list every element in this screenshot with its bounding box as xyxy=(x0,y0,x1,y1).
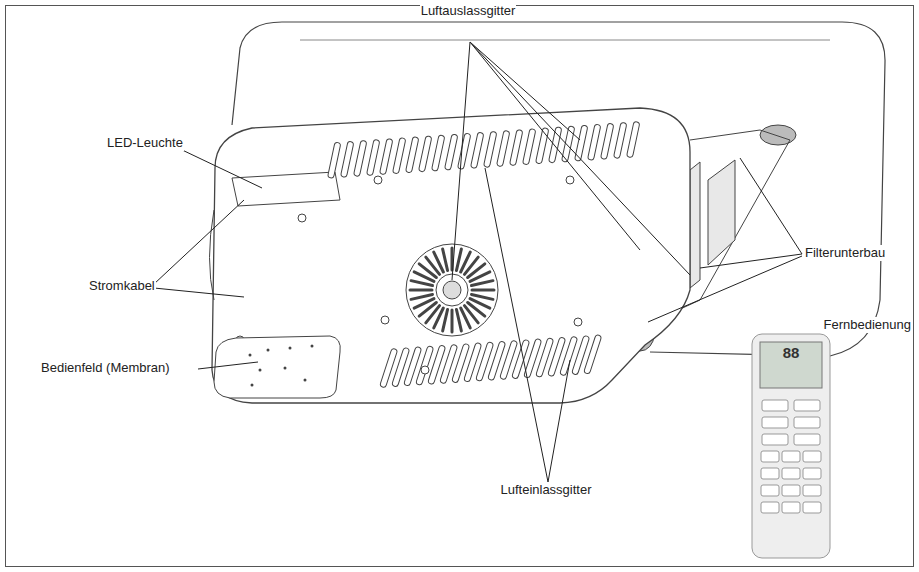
grille-slot xyxy=(584,334,602,374)
remote-button xyxy=(782,502,800,513)
filter-grille xyxy=(690,160,735,288)
remote-button xyxy=(794,434,820,445)
callout-label: LED-Leuchte xyxy=(106,135,184,151)
round-slot xyxy=(443,309,448,330)
round-hub xyxy=(443,281,461,299)
grille-slot xyxy=(380,138,393,174)
round-slot xyxy=(443,249,448,270)
remote-button xyxy=(782,468,800,479)
remote-button xyxy=(761,468,779,479)
remote-button xyxy=(762,417,788,428)
grille-slot xyxy=(419,136,432,172)
remote-lcd xyxy=(760,342,822,388)
grille-slot xyxy=(510,129,523,165)
grille-slot xyxy=(445,134,458,170)
leader-lines xyxy=(154,42,802,482)
round-slot xyxy=(461,308,471,328)
round-slot xyxy=(456,309,461,330)
grille-slot xyxy=(484,131,497,167)
grille-slot xyxy=(393,138,406,174)
remote-button xyxy=(762,434,788,445)
callout-label: Fernbedienung xyxy=(823,317,912,333)
round-slot xyxy=(456,249,461,270)
remote-button xyxy=(803,485,821,496)
round-slot xyxy=(470,272,490,282)
grille-slot xyxy=(471,132,484,168)
remote-button xyxy=(794,400,820,411)
round-slot xyxy=(451,310,454,332)
grille-slot xyxy=(354,140,367,176)
grille-slot xyxy=(367,139,380,175)
remote-buttons xyxy=(761,400,821,513)
grille-slot xyxy=(328,142,341,178)
round-slot xyxy=(410,289,432,292)
remote-button xyxy=(761,485,779,496)
callout-label: Luftauslassgitter xyxy=(420,3,517,19)
callout-label: Filterunterbau xyxy=(804,245,886,261)
grille-slot xyxy=(536,128,549,164)
frame xyxy=(6,6,914,567)
grille-slot xyxy=(432,135,445,171)
round-slot xyxy=(471,294,492,299)
round-slot xyxy=(411,294,432,299)
power-cable xyxy=(210,210,215,300)
grille-slot xyxy=(406,137,419,173)
filter-cap xyxy=(760,125,796,145)
round-outlet xyxy=(406,244,498,336)
grille-slot xyxy=(458,133,471,169)
round-slot xyxy=(471,281,492,286)
grille-slot xyxy=(588,124,601,160)
inlet-grille xyxy=(380,334,602,387)
round-slot xyxy=(434,252,444,272)
panel-dots xyxy=(249,345,314,387)
unit-body xyxy=(212,108,690,403)
grille-slot xyxy=(614,122,627,158)
grille-slot xyxy=(575,125,588,161)
grille-slot xyxy=(341,141,354,177)
remote-button xyxy=(762,400,788,411)
remote-button xyxy=(761,451,779,462)
round-rim xyxy=(406,244,498,336)
remote-button xyxy=(803,468,821,479)
remote-button xyxy=(803,502,821,513)
remote-button xyxy=(782,485,800,496)
grille-slot xyxy=(523,129,536,165)
round-slot xyxy=(472,289,494,292)
grille-slot xyxy=(601,123,614,159)
remote-button xyxy=(794,417,820,428)
callout-label: Bedienfeld (Membran) xyxy=(40,360,171,376)
round-slot xyxy=(411,281,432,286)
control-panel xyxy=(214,336,340,398)
grille-slot xyxy=(497,130,510,166)
remote-button xyxy=(782,451,800,462)
callout-label: Lufteinlassgitter xyxy=(499,482,592,498)
round-slot xyxy=(414,299,434,309)
remote-button xyxy=(761,502,779,513)
grille-slot xyxy=(627,121,640,157)
lcd-digits: 88 xyxy=(783,345,800,361)
remote-control xyxy=(752,334,830,558)
remote-button xyxy=(803,451,821,462)
led-light xyxy=(232,172,340,206)
housing-edge xyxy=(300,40,830,41)
callout-label: Stromkabel xyxy=(88,278,156,294)
outlet-grille xyxy=(328,121,640,178)
